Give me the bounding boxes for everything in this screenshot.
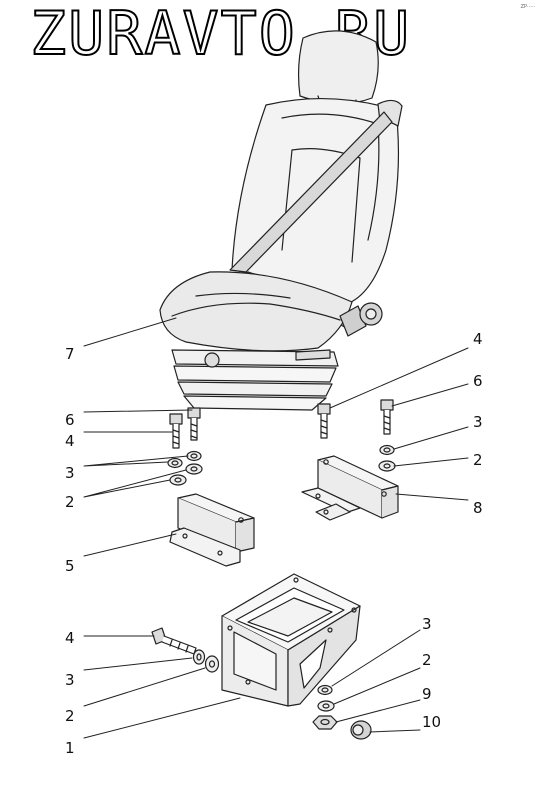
leader-lines: [83, 317, 469, 739]
hex-nut: [312, 715, 338, 730]
callout-4-bolt-right: 4: [473, 330, 483, 348]
cap-nut: [350, 720, 372, 740]
callout-7-seat: 7: [65, 345, 75, 363]
bolt-right-long: [317, 403, 331, 439]
callout-6-bolt-right: 6: [473, 372, 483, 390]
callout-8-bracket: 8: [473, 499, 483, 517]
callout-2-washer-right: 2: [473, 451, 483, 469]
callout-4-bolt-base: 4: [65, 629, 75, 647]
callout-2-washers-left: 2: [65, 493, 75, 511]
flat-washer-right: [378, 460, 396, 472]
callout-2-washer-base-left: 2: [65, 707, 75, 725]
callout-9-hex-nut: 9: [422, 685, 432, 703]
bracket-right-part: [301, 455, 399, 521]
flat-washer-base-left: [204, 655, 220, 673]
callout-2-washer-base-right: 2: [422, 651, 432, 669]
callout-10-cap-nut: 10: [422, 713, 442, 731]
callout-6-bolt-left: 6: [65, 411, 75, 429]
callout-3-washer-base-left: 3: [65, 671, 75, 689]
callout-5-bracket: 5: [65, 557, 75, 575]
flat-washer-base-right: [317, 700, 335, 712]
callout-4-bolt-left: 4: [65, 432, 75, 450]
callout-3-washer-right: 3: [473, 413, 483, 431]
callout-1-base-frame: 1: [65, 739, 75, 757]
callout-3-washers-left: 3: [65, 464, 75, 482]
callout-3-washer-base-right: 3: [422, 615, 432, 633]
bolt-left-short: [187, 407, 201, 441]
spring-washer-base-left: [192, 649, 206, 665]
spring-washer-right: [379, 444, 395, 456]
corner-note: ZP·····: [520, 4, 535, 10]
flat-washers-left: [169, 463, 203, 486]
seat-part: [159, 30, 403, 411]
bolt-left-long: [169, 413, 183, 449]
spring-washer-base-right: [317, 684, 333, 696]
bracket-left-part: [169, 493, 255, 567]
bolt-right-short: [380, 399, 394, 435]
bolt-base: [151, 627, 197, 655]
base-frame-part: [221, 573, 361, 707]
